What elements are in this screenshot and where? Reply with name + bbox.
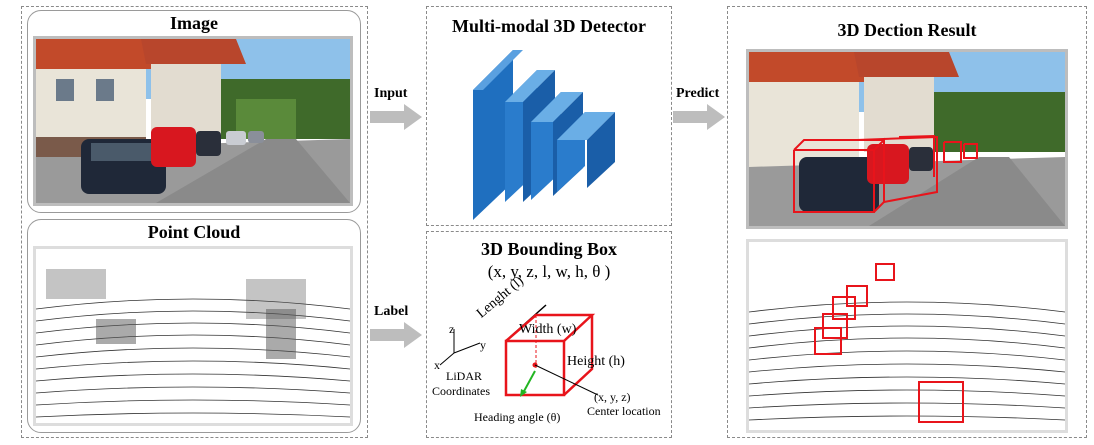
axis-y-label: y — [480, 338, 486, 352]
coords-label-line2: Coordinates — [432, 384, 490, 398]
coords-label-line1: LiDAR — [446, 369, 482, 383]
result-title: 3D Dection Result — [837, 20, 977, 40]
axis-z-label: z — [449, 322, 455, 336]
detector-panel — [426, 6, 672, 226]
result-point-cloud — [746, 239, 1068, 433]
point-cloud-image — [33, 246, 353, 426]
label-arrow — [370, 322, 422, 348]
detector-title: Multi-modal 3D Detector — [452, 16, 646, 36]
left-panel — [21, 6, 368, 438]
point-cloud-title: Point Cloud — [147, 222, 241, 242]
bounding-box-diagram — [439, 304, 599, 397]
width-label: Width (w) — [519, 322, 577, 337]
center-label: (x, y, z) — [594, 390, 631, 404]
axis-x-label: x — [434, 358, 440, 372]
heading-label: Heading angle (θ) — [474, 410, 561, 424]
bbox-params: (x, y, z, l, w, h, θ ) — [487, 262, 611, 281]
center-caption: Center location — [587, 404, 661, 418]
input-label: Input — [374, 86, 408, 101]
label-label: Label — [374, 304, 409, 319]
result-panel — [727, 6, 1087, 438]
height-label: Height (h) — [567, 354, 625, 369]
bbox-title: 3D Bounding Box — [480, 239, 618, 259]
bbox-panel — [426, 231, 672, 438]
camera-image — [33, 36, 353, 206]
predict-label: Predict — [676, 86, 720, 101]
cnn-blocks-icon — [473, 50, 615, 220]
input-arrow — [370, 104, 422, 130]
result-camera-image — [746, 49, 1068, 229]
predict-arrow — [673, 104, 725, 130]
image-title: Image — [170, 13, 218, 33]
